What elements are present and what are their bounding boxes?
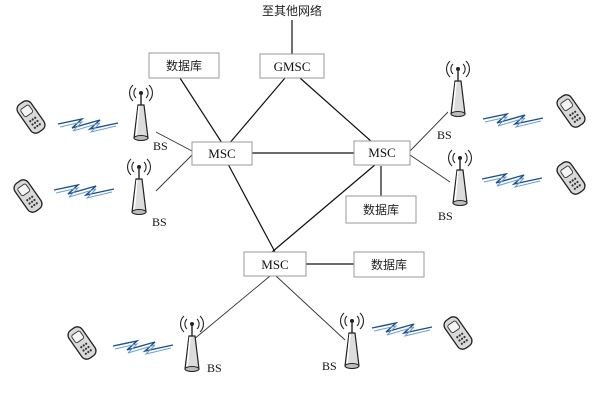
database-label: 数据库 — [363, 202, 399, 217]
database-node-bottom: 数据库 — [353, 251, 425, 278]
radio-wave-icon — [482, 113, 544, 128]
radio-wave-icon — [57, 118, 119, 133]
base-station-icon — [339, 312, 365, 370]
msc-right-node: MSC — [353, 140, 411, 166]
link-bs-left-top — [155, 131, 193, 152]
base-station-icon — [445, 60, 471, 118]
bs-label: BS — [322, 359, 337, 373]
bs-label: BS — [438, 209, 453, 223]
link-msc-left-msc-bottom — [227, 163, 276, 253]
radio-wave-icon — [53, 184, 115, 199]
radio-wave-icon — [481, 173, 543, 188]
mobile-phone-icon — [554, 91, 588, 131]
mobile-phone-icon — [554, 158, 588, 198]
radio-wave-icon — [112, 340, 174, 355]
link-bs-right-bottom — [409, 154, 451, 183]
msc-right-label: MSC — [368, 145, 395, 160]
msc-bottom-node: MSC — [243, 251, 307, 277]
base-station-icon — [447, 149, 473, 207]
mobile-phone-icon — [14, 97, 48, 137]
gmsc-label: GMSC — [274, 59, 311, 74]
base-station-icon — [128, 84, 154, 142]
link-bs-bottom-right — [275, 275, 346, 341]
base-station-icon — [179, 315, 205, 373]
link-gmsc-msc-left — [227, 77, 286, 146]
link-bs-bottom-left — [192, 275, 271, 341]
bs-label: BS — [152, 215, 167, 229]
bs-label: BS — [207, 361, 222, 375]
msc-left-label: MSC — [208, 146, 235, 161]
database-label: 数据库 — [371, 257, 407, 272]
link-db-left-msc — [179, 77, 223, 144]
mobile-phone-icon — [441, 313, 475, 353]
gmsc-node: GMSC — [259, 53, 325, 79]
bs-label: BS — [153, 139, 168, 153]
link-bs-right-top — [409, 111, 449, 152]
external-network-label: 至其他网络 — [262, 3, 322, 18]
database-node-left: 数据库 — [148, 52, 220, 79]
msc-left-node: MSC — [191, 141, 253, 166]
mobile-phone-icon — [11, 176, 45, 216]
mobile-phone-icon — [65, 323, 99, 363]
bs-label: BS — [437, 128, 452, 142]
link-bs-left-bottom — [155, 154, 193, 192]
link-gmsc-msc-right — [299, 77, 373, 143]
msc-bottom-label: MSC — [261, 257, 288, 272]
database-label: 数据库 — [166, 58, 202, 73]
database-node-right: 数据库 — [345, 195, 417, 224]
link-msc-right-msc-bottom — [271, 163, 377, 253]
radio-wave-icon — [371, 322, 433, 337]
base-station-icon — [126, 158, 152, 216]
